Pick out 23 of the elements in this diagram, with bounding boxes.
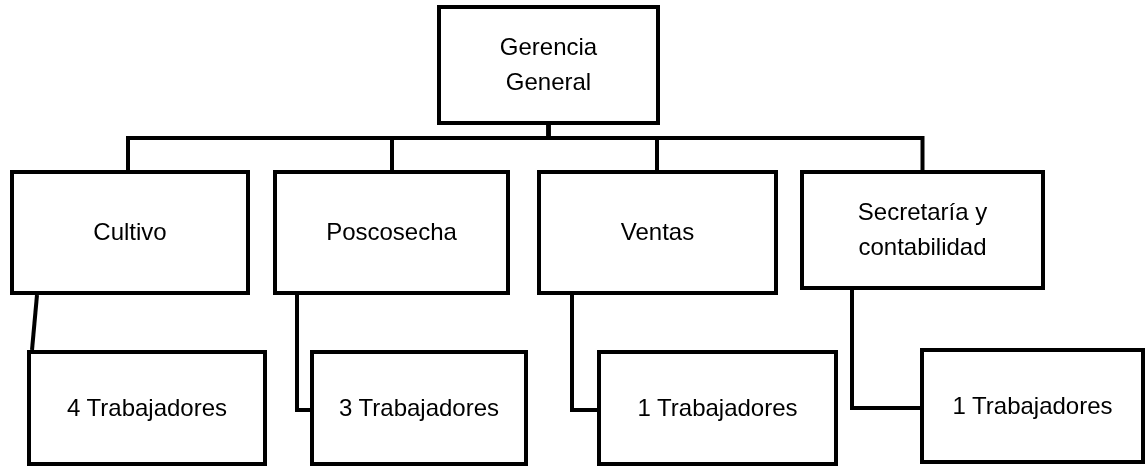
department-box <box>437 5 660 125</box>
box-label: 1 Trabajadores <box>637 392 798 423</box>
department-box <box>537 170 778 295</box>
connector-line <box>546 125 925 170</box>
box-label: 3 Trabajadores <box>338 392 500 423</box>
staff-box <box>920 348 1145 464</box>
connector-line <box>295 295 310 412</box>
box-label: Gerencia General <box>498 32 599 97</box>
box-label: Cultivo <box>93 217 167 248</box>
connector-line <box>30 294 39 351</box>
box-label: 4 Trabajadores <box>66 392 228 423</box>
box-label: Secretaría y contabilidad <box>856 197 989 262</box>
box-label: Ventas <box>620 217 695 248</box>
connector-line <box>850 290 920 410</box>
box-label: 1 Trabajadores <box>952 390 1113 421</box>
staff-box <box>310 350 528 466</box>
box-label: Poscosecha <box>326 217 457 248</box>
staff-box <box>27 350 267 466</box>
staff-box <box>597 350 838 466</box>
department-box <box>10 170 250 295</box>
department-box <box>273 170 510 295</box>
connector-line <box>570 295 597 412</box>
department-box <box>800 170 1045 290</box>
